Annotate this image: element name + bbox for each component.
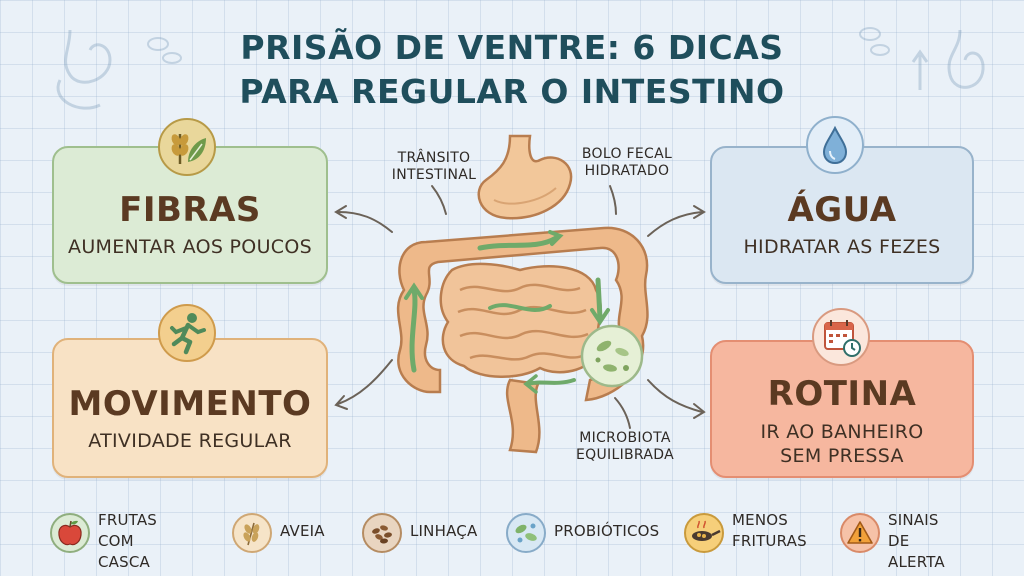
frying-pan-icon — [684, 513, 724, 553]
label-micro-line-1: MICROBIOTA — [579, 430, 671, 446]
label-bolo-fecal: BOLO FECAL HIDRATADO — [562, 146, 692, 180]
footer-aveia-text: AVEIA — [280, 522, 325, 540]
title-line-1: PRISÃO DE VENTRE: 6 DICAS — [240, 28, 784, 67]
card-movimento-heading: MOVIMENTO — [68, 384, 312, 424]
label-micro-line-2: EQUILIBRADA — [576, 447, 674, 463]
label-transito-intestinal: TRÂNSITO INTESTINAL — [374, 150, 494, 184]
probiotic-icon — [506, 513, 546, 553]
intestine-illustration — [396, 134, 649, 454]
label-bolo-line-2: HIDRATADO — [584, 163, 670, 179]
label-microbiota: MICROBIOTA EQUILIBRADA — [560, 430, 690, 464]
card-agua-subtitle: HIDRATAR AS FEZES — [743, 236, 941, 258]
card-rotina-subtitle-line-1: IR AO BANHEIRO — [760, 421, 924, 443]
bacteria-outline-icon — [147, 37, 182, 64]
footer-linhaca-text: LINHAÇA — [410, 522, 478, 540]
label-transito-line-2: INTESTINAL — [391, 167, 477, 183]
card-fibras-heading: FIBRAS — [119, 190, 261, 230]
card-fibras-subtitle: AUMENTAR AOS POUCOS — [68, 236, 312, 258]
page-title: PRISÃO DE VENTRE: 6 DICAS PARA REGULAR O… — [0, 26, 1024, 114]
warning-icon — [840, 513, 880, 553]
apple-icon — [50, 513, 90, 553]
calendar-clock-icon — [812, 308, 870, 366]
label-bolo-line-1: BOLO FECAL — [581, 146, 673, 162]
label-transito-line-1: TRÂNSITO — [397, 150, 471, 166]
card-rotina-subtitle-line-2: SEM PRESSA — [780, 445, 904, 467]
running-person-icon — [158, 304, 216, 362]
footer-probioticos-text: PROBIÓTICOS — [554, 522, 660, 540]
oat-icon — [232, 513, 272, 553]
title-line-2: PARA REGULAR O INTESTINO — [239, 72, 785, 111]
stomach-arrow-outline-icon — [911, 29, 985, 90]
card-rotina-heading: ROTINA — [767, 374, 917, 414]
card-agua-heading: ÁGUA — [787, 190, 897, 230]
bacteria-outline-icon — [859, 27, 890, 56]
wheat-leaf-icon — [158, 118, 216, 176]
stomach-outline-icon — [56, 29, 112, 110]
water-drop-icon — [806, 116, 864, 174]
card-movimento-subtitle: ATIVIDADE REGULAR — [88, 430, 292, 452]
flaxseed-icon — [362, 513, 402, 553]
